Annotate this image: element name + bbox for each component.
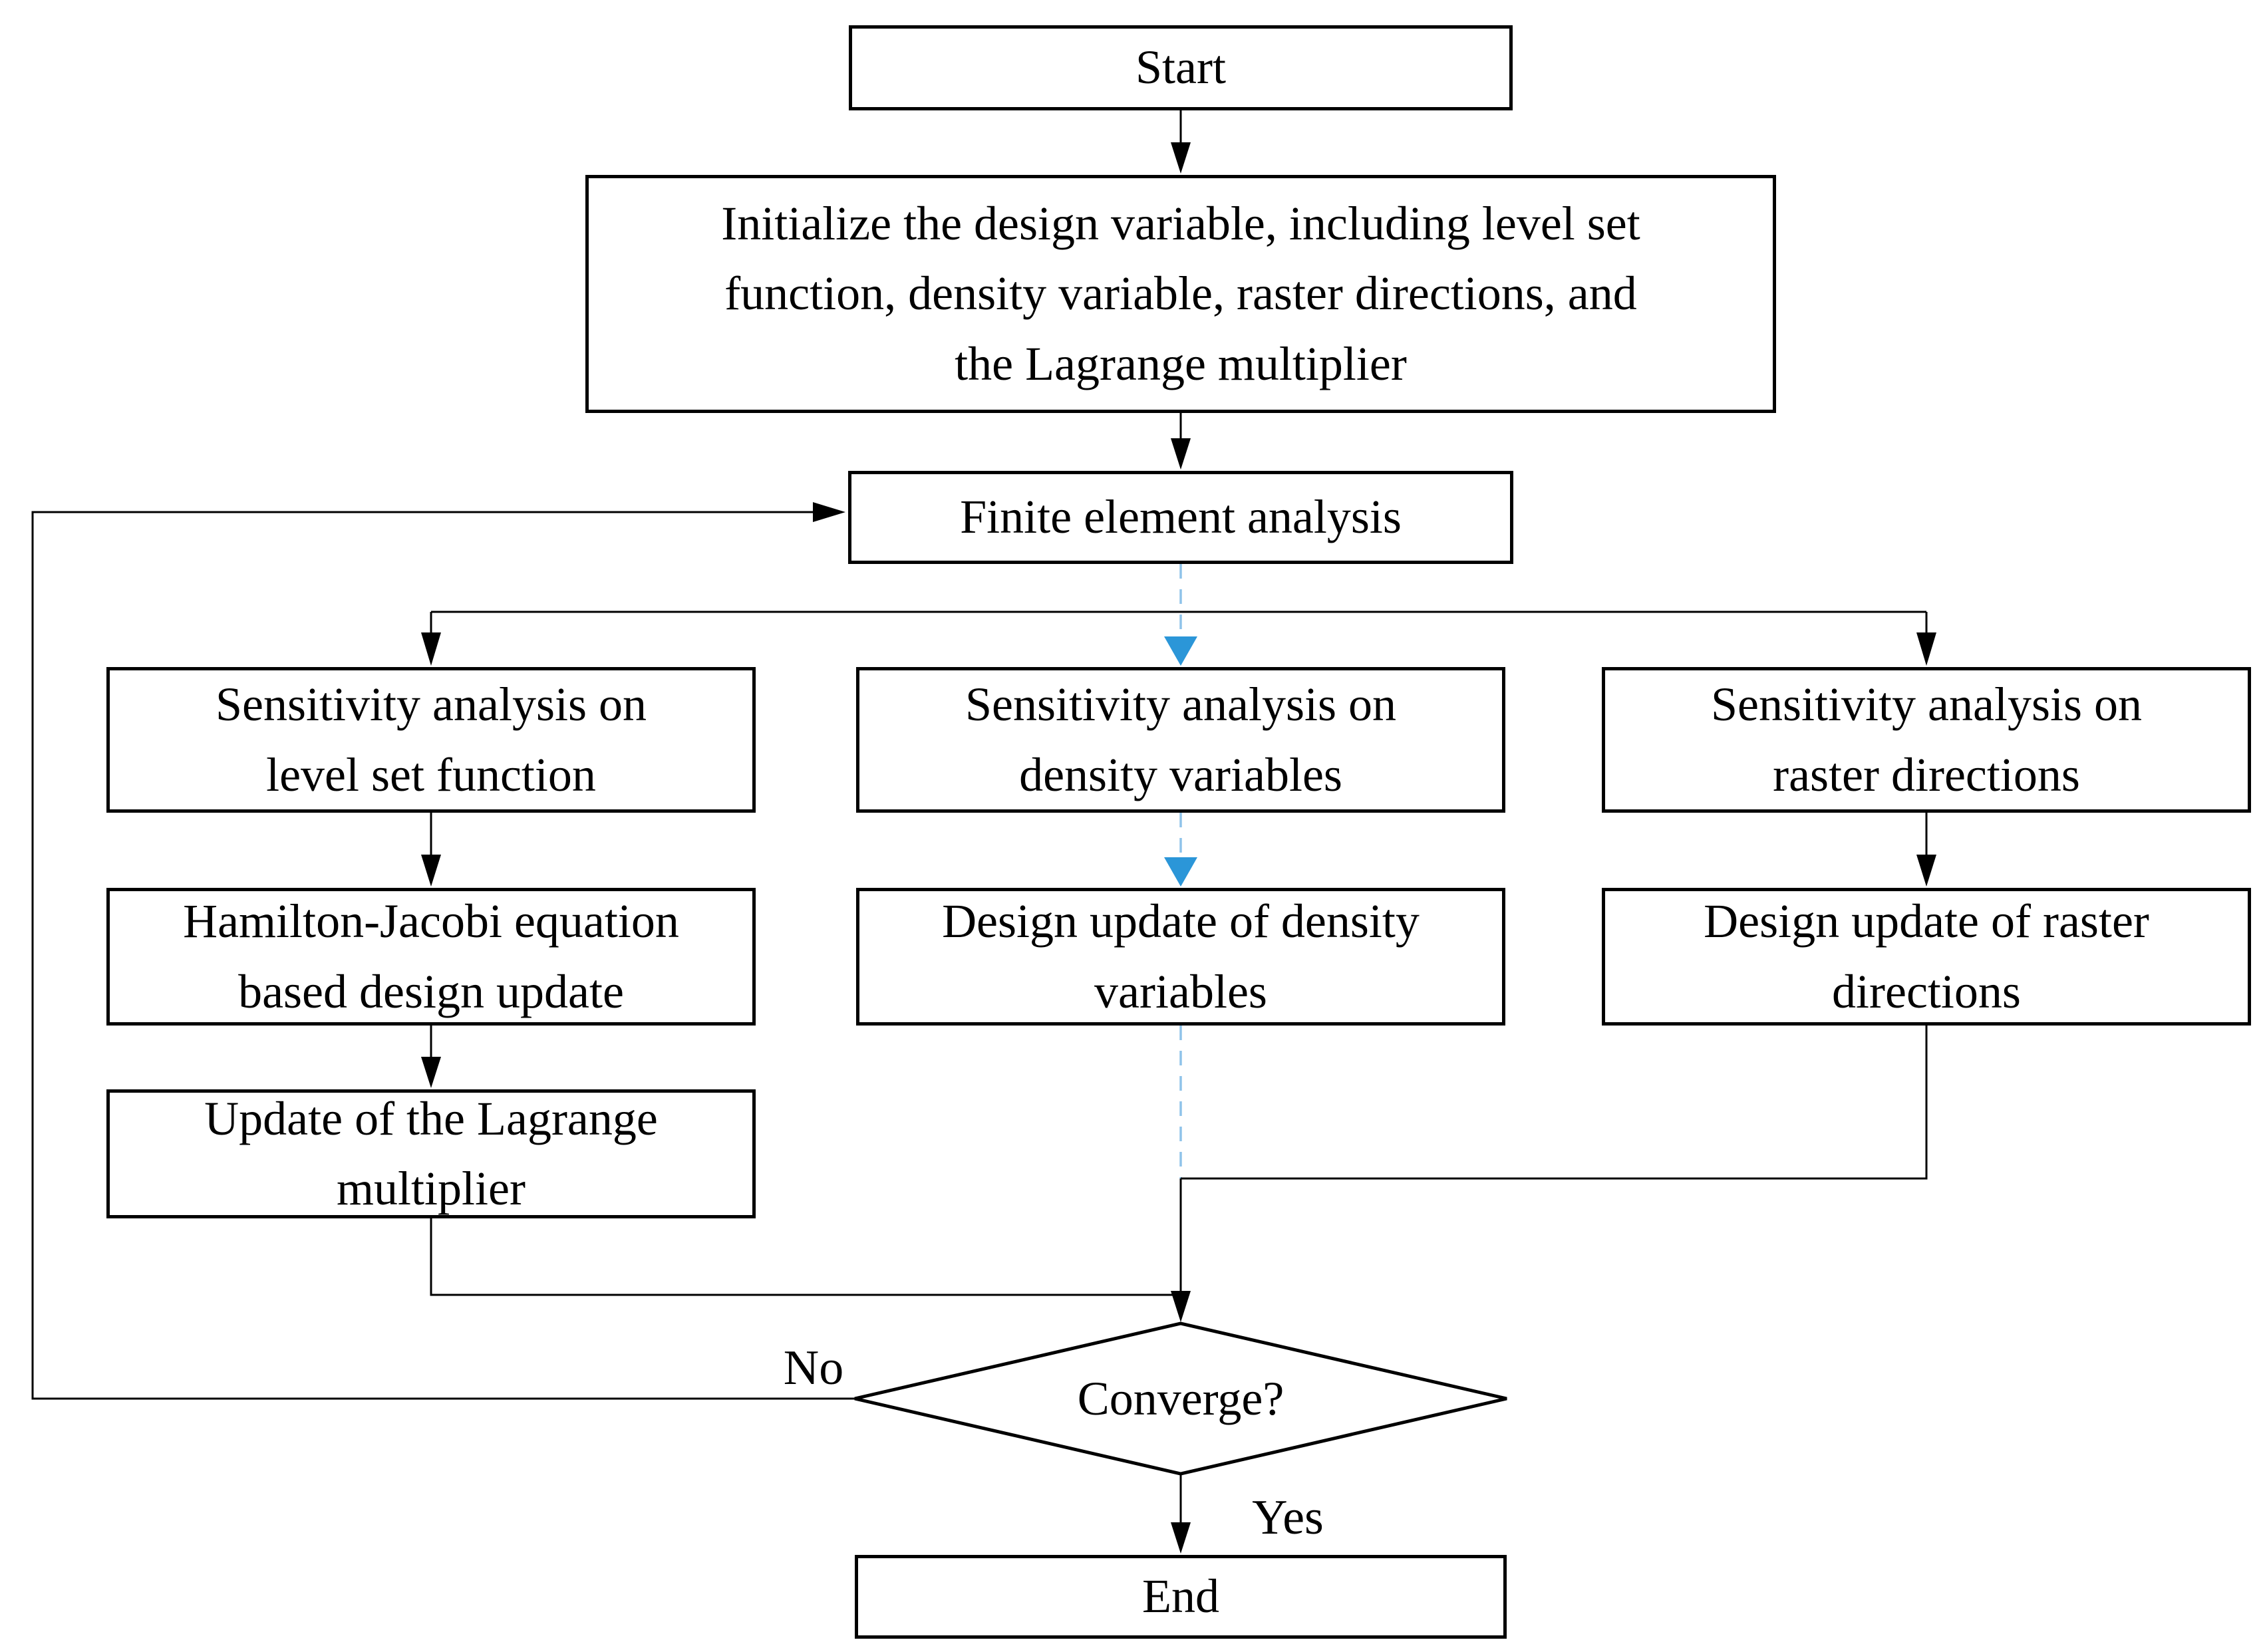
node-end-label: End (1142, 1570, 1219, 1623)
node-sensitivity-level-set-label: Sensitivity analysis on level set functi… (216, 678, 647, 801)
edge-label-no: No (747, 1341, 880, 1395)
arrowhead-converge-end (1171, 1522, 1191, 1554)
edge-converge-fea-feedback (31, 511, 855, 1400)
node-lagrange-update-label: Update of the Lagrange multiplier (204, 1091, 658, 1215)
node-design-update-density: Design update of density variables (856, 888, 1505, 1026)
converge-question-text: Converge? (1077, 1371, 1285, 1425)
edge-label-yes: Yes (1221, 1490, 1354, 1545)
arrowhead-start-initialize (1171, 142, 1191, 174)
arrowhead-sensraster-updateraster (1916, 855, 1936, 887)
node-finite-element-analysis: Finite element analysis (848, 471, 1513, 564)
node-design-update-density-label: Design update of density variables (942, 895, 1420, 1018)
node-start-label: Start (1135, 41, 1226, 94)
node-lagrange-update: Update of the Lagrange multiplier (106, 1089, 756, 1218)
arrowhead-senslevel-hamilton (421, 855, 441, 887)
node-sensitivity-level-set: Sensitivity analysis on level set functi… (106, 667, 756, 813)
edge-updateraster-merge (1181, 1026, 1928, 1180)
node-initialize: Initialize the design variable, includin… (585, 175, 1776, 413)
arrowhead-branch-left (421, 632, 441, 666)
yes-label-text: Yes (1252, 1490, 1324, 1545)
arrowhead-feedback-fea (813, 502, 845, 522)
node-converge-label: Converge? (1014, 1365, 1347, 1432)
edge-lagrange-merge (430, 1218, 1181, 1296)
node-initialize-label: Initialize the design variable, includin… (721, 197, 1640, 390)
arrowhead-initialize-fea (1171, 438, 1191, 470)
node-sensitivity-density-label: Sensitivity analysis on density variable… (965, 678, 1396, 801)
arrowhead-sensdensity-updatedensity (1164, 857, 1197, 887)
node-start: Start (849, 25, 1513, 110)
arrowhead-fea-sensitivity-density (1164, 636, 1197, 666)
node-design-update-raster: Design update of raster directions (1602, 888, 2251, 1026)
node-end: End (855, 1555, 1507, 1639)
node-design-update-raster-label: Design update of raster directions (1704, 895, 2149, 1018)
node-hamilton-jacobi-label: Hamilton-Jacobi equation based design up… (183, 895, 679, 1018)
node-sensitivity-raster: Sensitivity analysis on raster direction… (1602, 667, 2251, 813)
arrowhead-branch-right (1916, 632, 1936, 666)
node-hamilton-jacobi-update: Hamilton-Jacobi equation based design up… (106, 888, 756, 1026)
arrowhead-merge-converge (1171, 1291, 1191, 1322)
arrowhead-hamilton-lagrange (421, 1057, 441, 1088)
no-label-text: No (783, 1340, 844, 1395)
node-sensitivity-density: Sensitivity analysis on density variable… (856, 667, 1505, 813)
node-fea-label: Finite element analysis (960, 490, 1402, 544)
node-sensitivity-raster-label: Sensitivity analysis on raster direction… (1711, 678, 2142, 801)
